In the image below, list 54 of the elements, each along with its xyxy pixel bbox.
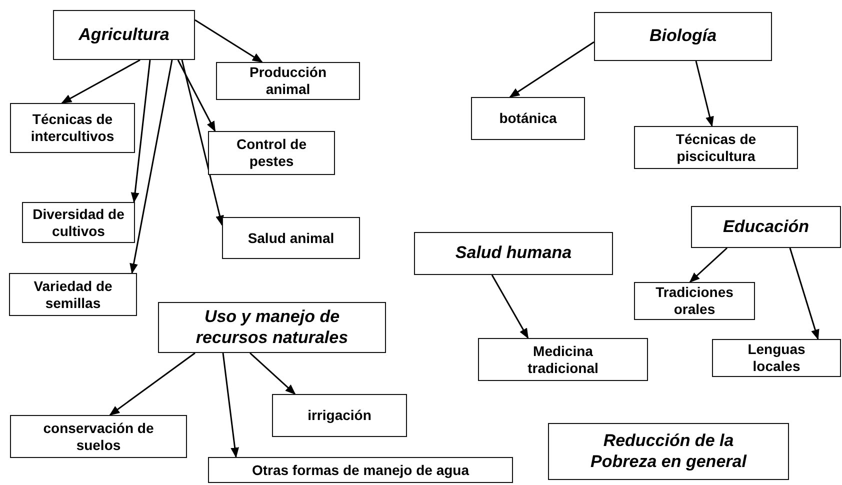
concept-box: [22, 202, 135, 243]
box-label: Técnicas de intercultivos: [30, 111, 116, 145]
arrow: [789, 248, 820, 340]
topic-box: [158, 302, 386, 353]
box-label: Variedad de semillas: [32, 278, 114, 312]
arrow: [130, 60, 173, 274]
concept-box: [712, 339, 841, 377]
topic-box: [414, 232, 613, 275]
arrow: [130, 60, 151, 204]
concept-box: [208, 131, 335, 175]
box-label: botánica: [499, 110, 557, 127]
concept-box: [478, 338, 648, 381]
arrow: [689, 247, 728, 283]
arrow: [194, 19, 263, 63]
arrow: [491, 274, 529, 339]
box-label: Agricultura: [78, 24, 170, 46]
arrow: [181, 60, 224, 226]
arrow: [61, 59, 140, 104]
box-label: Salud animal: [248, 230, 334, 246]
arrow: [509, 41, 594, 98]
concept-box: [9, 273, 137, 316]
box-label: Técnicas de piscicultura: [674, 130, 758, 164]
concept-box: [471, 97, 585, 140]
box-label: Biología: [649, 26, 717, 47]
box-label: Reducción de la Pobreza en general: [590, 431, 748, 472]
concept-box: [272, 394, 407, 437]
box-label: Lenguas locales: [746, 341, 806, 375]
box-label: Producción animal: [248, 64, 328, 98]
box-label: Uso y manejo de recursos naturales: [194, 307, 350, 348]
concept-box: [10, 103, 135, 153]
arrow: [109, 352, 196, 416]
topic-box: [691, 206, 841, 248]
box-label: Otras formas de manejo de agua: [252, 462, 470, 478]
concept-box: [208, 457, 513, 483]
box-label: irrigación: [308, 407, 372, 424]
concept-box: [216, 62, 360, 100]
topic-box: [548, 423, 789, 480]
box-label: Diversidad de cultivos: [32, 206, 126, 240]
arrow: [250, 352, 296, 395]
box-label: Control de pestes: [236, 136, 308, 170]
topic-box: [594, 12, 772, 61]
box-label: Medicina tradicional: [526, 342, 600, 376]
topic-box: [53, 10, 195, 60]
arrow: [222, 352, 239, 458]
arrow: [177, 60, 216, 132]
arrow: [695, 60, 714, 128]
concept-box: [222, 217, 360, 259]
box-label: Salud humana: [455, 243, 572, 264]
box-label: conservación de suelos: [42, 420, 155, 454]
concept-box: [634, 126, 798, 169]
box-label: Educación: [723, 216, 809, 238]
concept-box: [10, 415, 187, 458]
concept-box: [634, 282, 755, 320]
box-label: Tradiciones orales: [654, 284, 734, 318]
